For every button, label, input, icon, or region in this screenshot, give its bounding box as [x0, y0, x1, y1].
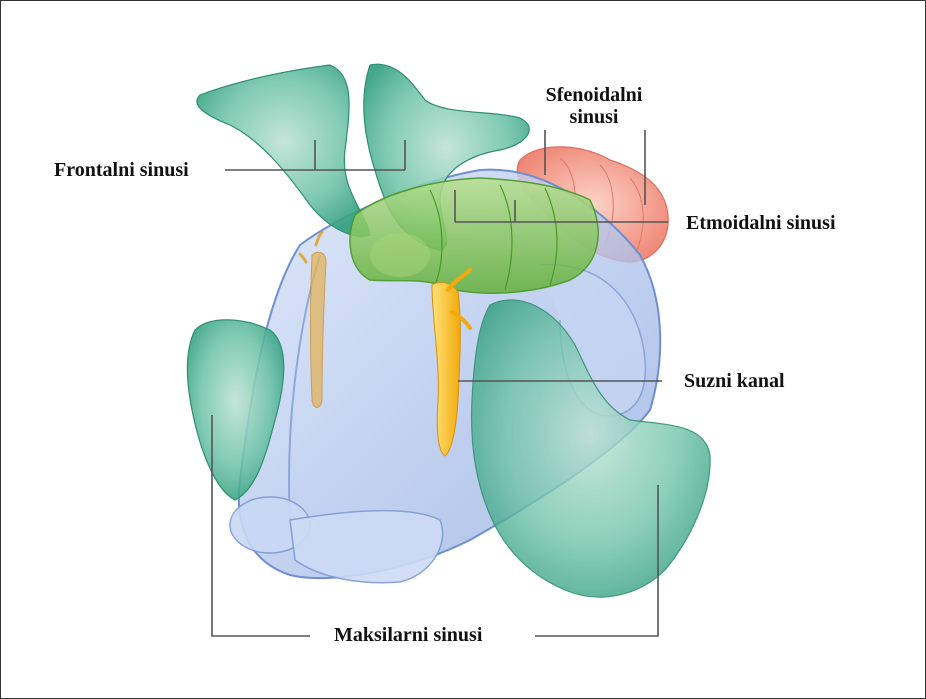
frontal-sinus-left-shape [197, 65, 370, 236]
sphenoid-sinus-label-line1: Sfenoidalni [524, 84, 664, 106]
frontal-sinus-label: Frontalni sinusi [54, 159, 189, 181]
sphenoid-sinus-label: Sfenoidalni sinusi [524, 84, 664, 128]
maxillary-sinus-label: Maksilarni sinusi [334, 624, 482, 646]
ethmoid-sinus-label: Etmoidalni sinusi [686, 212, 836, 234]
lacrimal-duct-label: Suzni kanal [684, 370, 785, 392]
sphenoid-sinus-label-line2: sinusi [524, 106, 664, 128]
